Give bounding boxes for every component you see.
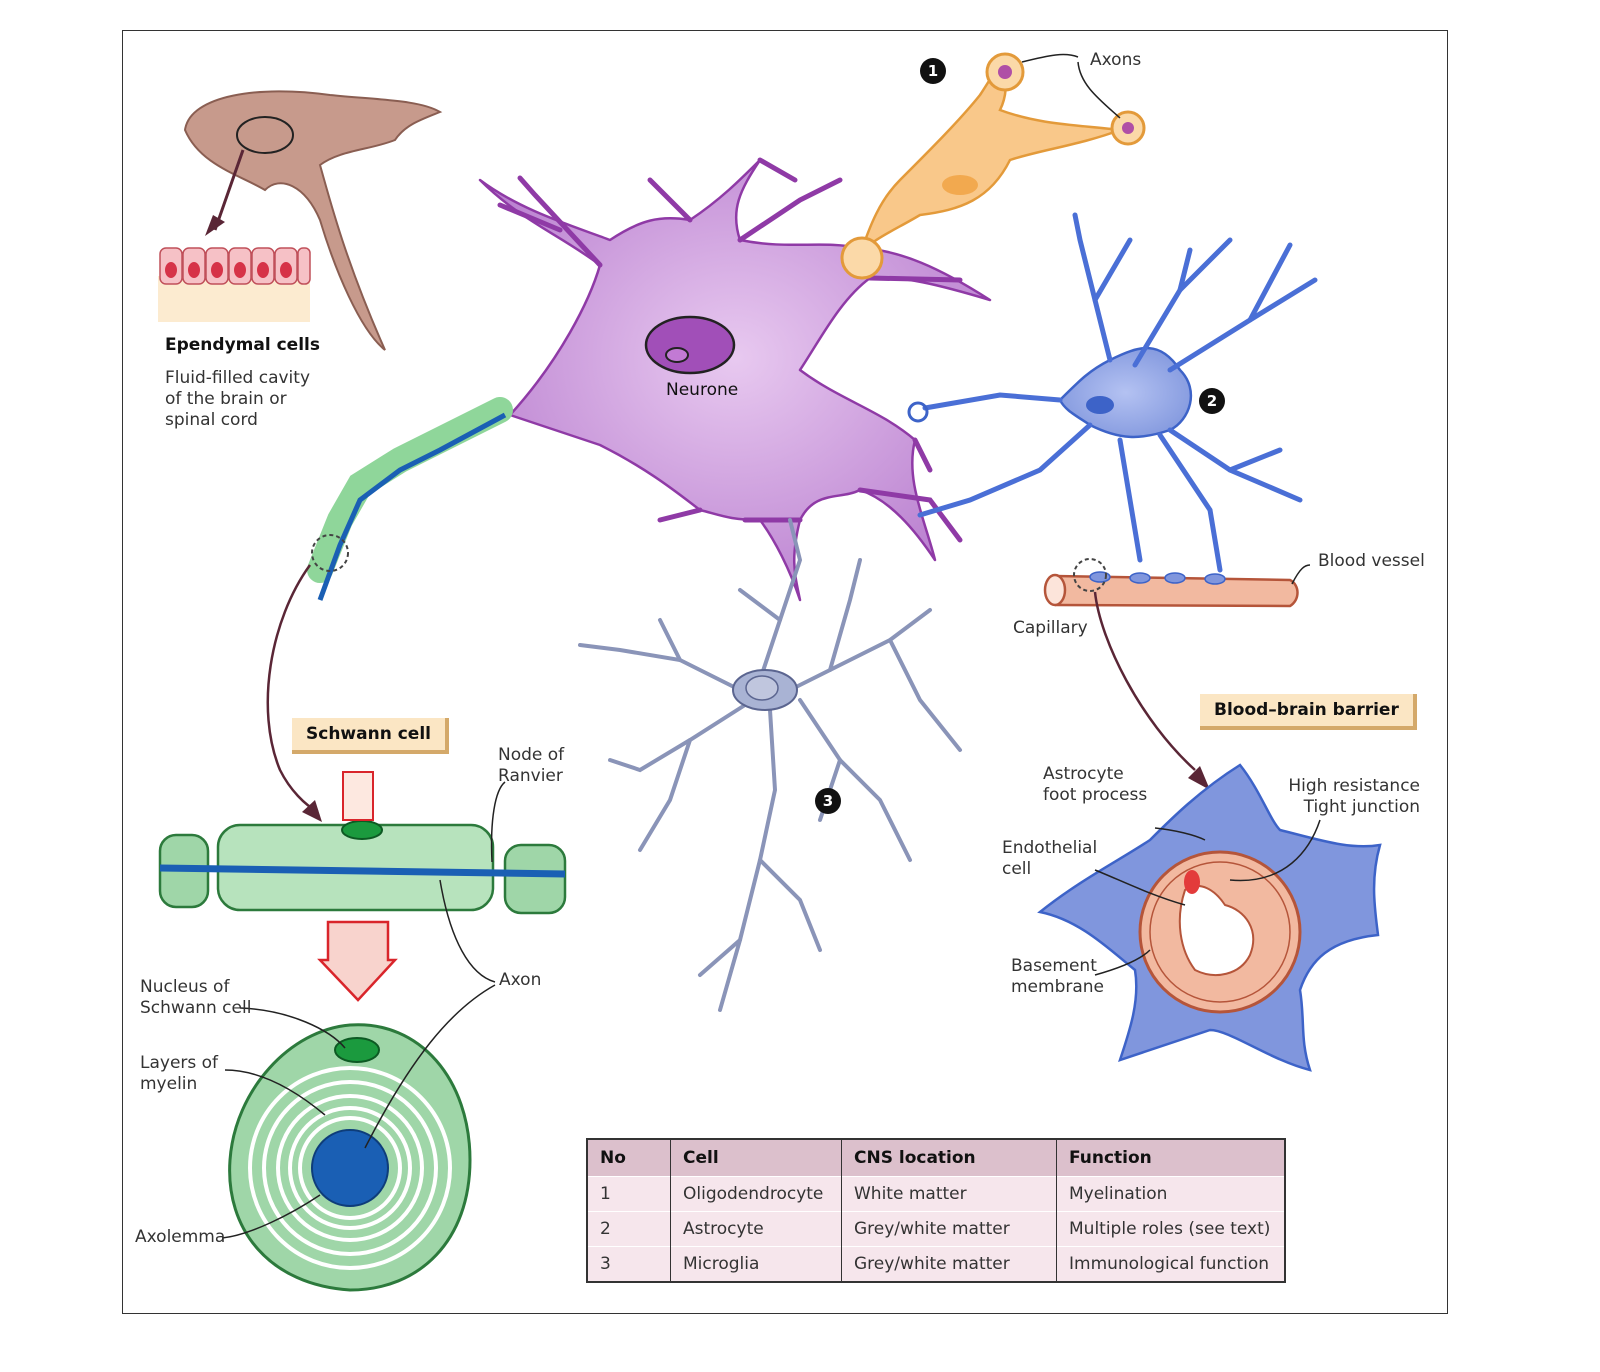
table-header-function: Function bbox=[1056, 1139, 1285, 1177]
schwann-cell-longitudinal bbox=[158, 771, 567, 1002]
myelinated-axon-illustration bbox=[266, 397, 513, 822]
table-cell: Oligodendrocyte bbox=[670, 1176, 842, 1212]
table-cell: 1 bbox=[587, 1176, 671, 1212]
glia-cell-table: No Cell CNS location Function 1 Oligoden… bbox=[586, 1138, 1286, 1283]
table-cell: Grey/white matter bbox=[841, 1211, 1057, 1247]
label-layers-myelin: Layers of myelin bbox=[140, 1053, 219, 1094]
table-row: 3 Microglia Grey/white matter Immunologi… bbox=[587, 1246, 1285, 1282]
table-cell: 2 bbox=[587, 1211, 671, 1247]
table-cell: Multiple roles (see text) bbox=[1056, 1211, 1285, 1247]
tag-blood-brain-barrier: Blood–brain barrier bbox=[1200, 694, 1417, 730]
blood-brain-barrier-illustration bbox=[1037, 763, 1382, 1072]
label-basement-membrane: Basement membrane bbox=[1011, 956, 1105, 997]
table-header-no: No bbox=[587, 1139, 671, 1177]
table-cell: 3 bbox=[587, 1246, 671, 1282]
label-node-of-ranvier: Node of Ranvier bbox=[498, 745, 565, 786]
table-cell: White matter bbox=[841, 1176, 1057, 1212]
tag-schwann-cell: Schwann cell bbox=[292, 718, 449, 754]
figure-frame bbox=[122, 30, 1448, 1314]
table-header-location: CNS location bbox=[841, 1139, 1057, 1177]
badge-2: 2 bbox=[1199, 388, 1225, 414]
label-axon: Axon bbox=[499, 970, 542, 990]
table-row: 2 Astrocyte Grey/white matter Multiple r… bbox=[587, 1211, 1285, 1247]
label-astrocyte-foot-process: Astrocyte foot process bbox=[1043, 764, 1148, 805]
label-ependymal-cells: Ependymal cells bbox=[165, 335, 320, 355]
table-cell: Microglia bbox=[670, 1246, 842, 1282]
oligodendrocyte-illustration bbox=[840, 52, 1146, 280]
brain-section-illustration bbox=[183, 90, 443, 351]
ependymal-cells-illustration bbox=[158, 247, 311, 322]
badge-3: 3 bbox=[815, 788, 841, 814]
badge-1: 1 bbox=[920, 58, 946, 84]
label-blood-vessel: Blood vessel bbox=[1318, 551, 1425, 571]
table-cell: Myelination bbox=[1056, 1176, 1285, 1212]
label-neurone: Neurone bbox=[666, 380, 739, 400]
label-ependymal-description: Fluid-filled cavity of the brain or spin… bbox=[165, 368, 311, 430]
astrocyte-illustration bbox=[907, 212, 1318, 573]
blood-vessel-illustration bbox=[1043, 558, 1311, 790]
table-cell: Astrocyte bbox=[670, 1211, 842, 1247]
table-row: 1 Oligodendrocyte White matter Myelinati… bbox=[587, 1176, 1285, 1212]
label-endothelial-cell: Endothelial cell bbox=[1002, 838, 1098, 879]
label-axolemma: Axolemma bbox=[135, 1227, 226, 1247]
microglia-illustration bbox=[578, 518, 962, 1012]
label-axons: Axons bbox=[1090, 50, 1142, 70]
label-nucleus-schwann: Nucleus of Schwann cell bbox=[140, 977, 252, 1018]
label-capillary: Capillary bbox=[1013, 618, 1088, 638]
table-cell: Immunological function bbox=[1056, 1246, 1285, 1282]
table-cell: Grey/white matter bbox=[841, 1246, 1057, 1282]
label-tight-junction: High resistance Tight junction bbox=[1288, 776, 1420, 817]
table-header-cell: Cell bbox=[670, 1139, 842, 1177]
table-header-row: No Cell CNS location Function bbox=[587, 1139, 1285, 1177]
schwann-cell-cross-section bbox=[221, 984, 496, 1292]
